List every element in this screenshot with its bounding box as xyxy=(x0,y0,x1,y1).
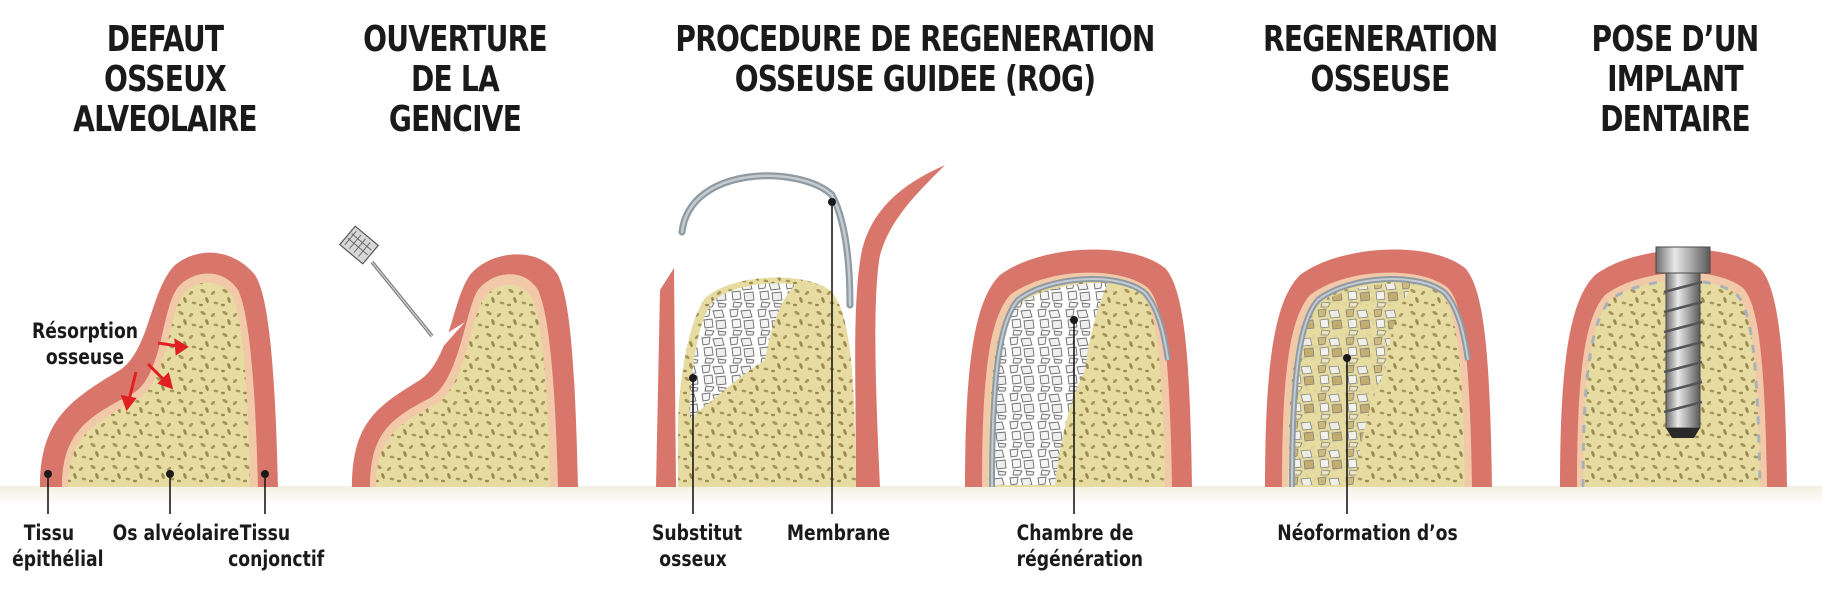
label-line: épithélial xyxy=(12,547,104,571)
title-ouverture-gencive: OUVERTURE DE LA GENCIVE xyxy=(350,20,561,140)
label-line: Membrane xyxy=(786,521,891,545)
title-regeneration-osseuse: REGENERATION OSSEUSE xyxy=(1263,19,1498,100)
title-line: IMPLANT xyxy=(1607,59,1744,100)
panel-regeneration xyxy=(1265,249,1492,514)
label-line: Os alvéolaire xyxy=(112,521,240,545)
title-line: DEFAUT xyxy=(106,19,224,60)
label-resorption-osseuse: Résorption osseuse xyxy=(32,318,139,370)
panel-implant xyxy=(1560,246,1787,488)
title-line: REGENERATION xyxy=(1263,19,1498,60)
label-tissu-epithelial: Tissu épithélial xyxy=(12,520,104,572)
panel-ouverture-gencive xyxy=(338,225,578,487)
scalpel-icon xyxy=(338,225,434,338)
title-line: ALVEOLAIRE xyxy=(73,99,257,140)
label-line: Substitut xyxy=(652,521,743,545)
label-line: régénération xyxy=(1016,547,1144,571)
title-line: DE LA xyxy=(411,59,500,100)
panel-chambre xyxy=(965,249,1192,514)
label-line: conjonctif xyxy=(228,547,325,571)
panel-procedure-rog xyxy=(656,165,945,514)
title-line: DENTAIRE xyxy=(1600,99,1750,140)
label-line: Résorption xyxy=(31,319,139,343)
title-line: OSSEUX xyxy=(103,59,227,100)
title-line: POSE D’UN xyxy=(1591,19,1760,60)
label-neoformation-os: Néoformation d’os xyxy=(1277,520,1458,546)
title-line: OSSEUSE GUIDEE (ROG) xyxy=(734,59,1096,100)
panel-defaut-osseux xyxy=(40,252,278,514)
title-procedure-rog: PROCEDURE DE REGENERATION OSSEUSE GUIDEE… xyxy=(669,20,1160,100)
resorption-arrows xyxy=(120,338,189,412)
title-line: GENCIVE xyxy=(388,99,522,140)
title-line: OSSEUSE xyxy=(1310,59,1451,100)
label-line: Tissu xyxy=(23,521,75,545)
label-line: Néoformation d’os xyxy=(1277,521,1458,545)
label-tissu-conjonctif: Tissu conjonctif xyxy=(228,520,325,572)
label-membrane: Membrane xyxy=(786,520,891,546)
label-chambre-regeneration: Chambre de régénération xyxy=(1016,520,1144,572)
title-defaut-osseux: DEFAUT OSSEUX ALVEOLAIRE xyxy=(60,20,271,140)
title-line: OUVERTURE xyxy=(363,19,547,60)
implant-icon xyxy=(1655,246,1711,438)
title-line: PROCEDURE DE REGENERATION xyxy=(675,19,1155,60)
label-line: Tissu xyxy=(239,521,291,545)
ground-band xyxy=(0,486,1822,506)
title-pose-implant: POSE D’UN IMPLANT DENTAIRE xyxy=(1570,20,1781,140)
label-line: osseuse xyxy=(45,345,125,369)
label-substitut-osseux: Substitut osseux xyxy=(652,520,743,572)
label-line: osseux xyxy=(659,547,727,571)
label-line: Chambre de xyxy=(1016,521,1134,545)
label-os-alveolaire: Os alvéolaire xyxy=(112,520,240,546)
